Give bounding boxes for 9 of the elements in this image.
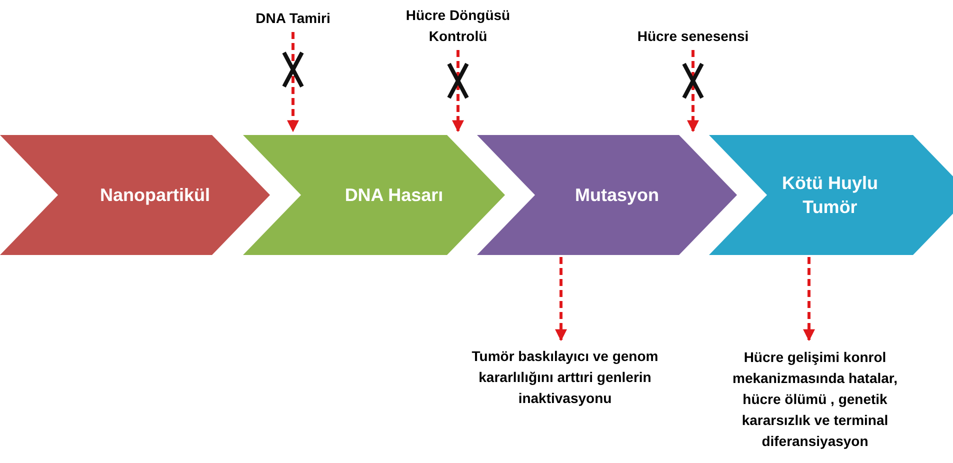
stage-label: DNA Hasarı bbox=[344, 184, 444, 207]
annotation-text: Hücre Döngüsü Kontrolü bbox=[404, 6, 512, 46]
annotation-text: DNA Tamiri bbox=[256, 8, 330, 28]
stage-label: Kötü Huylu Tumör bbox=[781, 172, 879, 219]
annotation-text: Hücre senesensi bbox=[637, 26, 749, 46]
annotation-text: Tumör baskılayıcı ve genom kararlılığını arttıri genlerin inaktivasyonu bbox=[470, 346, 660, 408]
stage-label: Nanopartikül bbox=[100, 184, 210, 207]
stage-label: Mutasyon bbox=[574, 184, 659, 207]
annotation-text: Hücre gelişimi konrol mekanizmasında hatalar, hücre ölümü , genetik kararsızlık ve terminal diferansiyasyon bbox=[732, 348, 898, 451]
